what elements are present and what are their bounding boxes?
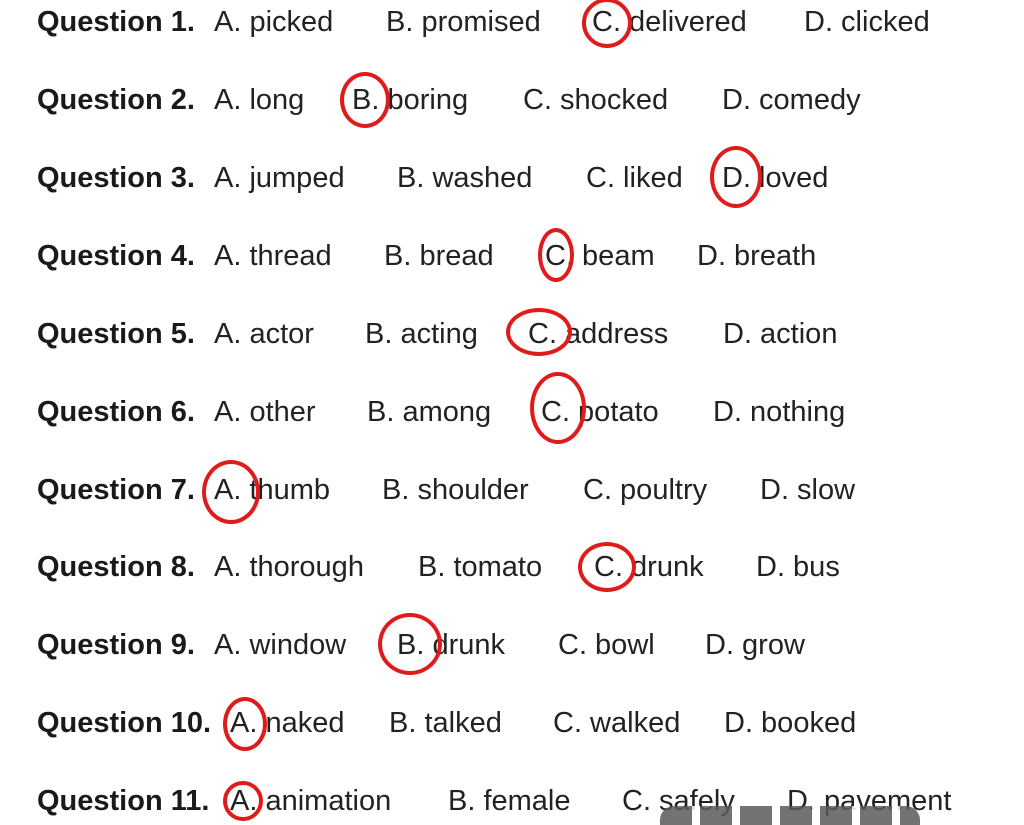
- option-d: D. action: [723, 318, 838, 350]
- option-d: D. comedy: [722, 84, 861, 116]
- option-b: B. bread: [384, 240, 494, 272]
- question-label: Question 9.: [37, 629, 195, 661]
- option-c: C. shocked: [523, 84, 669, 116]
- option-a: A. thumb: [214, 474, 331, 506]
- question-label: Question 4.: [37, 240, 195, 272]
- option-a: A. naked: [230, 707, 345, 739]
- option-c: C. beam: [545, 240, 655, 272]
- option-a: A. window: [214, 629, 347, 661]
- option-b: B. talked: [389, 707, 502, 739]
- option-b: B. female: [448, 785, 571, 817]
- option-b: B. tomato: [418, 551, 543, 583]
- question-label: Question 1.: [37, 6, 195, 38]
- option-b: B. among: [367, 396, 492, 428]
- watermark-smudge: [660, 806, 920, 825]
- option-c: C. address: [528, 318, 669, 350]
- option-a: A. thorough: [214, 551, 364, 583]
- option-b: B. acting: [365, 318, 478, 350]
- option-a: A. thread: [214, 240, 332, 272]
- option-c: C. liked: [586, 162, 683, 194]
- option-d: D. clicked: [804, 6, 930, 38]
- option-d: D. loved: [722, 162, 829, 194]
- question-label: Question 7.: [37, 474, 195, 506]
- option-c: C. potato: [541, 396, 659, 428]
- option-a: A. other: [214, 396, 316, 428]
- question-label: Question 11.: [37, 785, 210, 817]
- option-c: C. walked: [553, 707, 681, 739]
- question-label: Question 2.: [37, 84, 195, 116]
- option-d: D. nothing: [713, 396, 846, 428]
- question-label: Question 6.: [37, 396, 195, 428]
- option-d: D. slow: [760, 474, 856, 506]
- option-b: B. shoulder: [382, 474, 529, 506]
- option-d: D. grow: [705, 629, 805, 661]
- question-label: Question 3.: [37, 162, 195, 194]
- question-label: Question 5.: [37, 318, 195, 350]
- option-d: D. booked: [724, 707, 857, 739]
- option-d: D. breath: [697, 240, 817, 272]
- option-a: A. actor: [214, 318, 314, 350]
- option-a: A. picked: [214, 6, 334, 38]
- option-b: B. boring: [352, 84, 469, 116]
- option-a: A. long: [214, 84, 305, 116]
- option-d: D. bus: [756, 551, 840, 583]
- option-b: B. drunk: [397, 629, 505, 661]
- option-c: C. delivered: [592, 6, 747, 38]
- question-label: Question 8.: [37, 551, 195, 583]
- option-b: B. washed: [397, 162, 533, 194]
- option-c: C. poultry: [583, 474, 708, 506]
- option-c: C. drunk: [594, 551, 704, 583]
- question-label: Question 10.: [37, 707, 212, 739]
- option-a: A. animation: [230, 785, 392, 817]
- option-a: A. jumped: [214, 162, 345, 194]
- option-b: B. promised: [386, 6, 541, 38]
- option-c: C. bowl: [558, 629, 655, 661]
